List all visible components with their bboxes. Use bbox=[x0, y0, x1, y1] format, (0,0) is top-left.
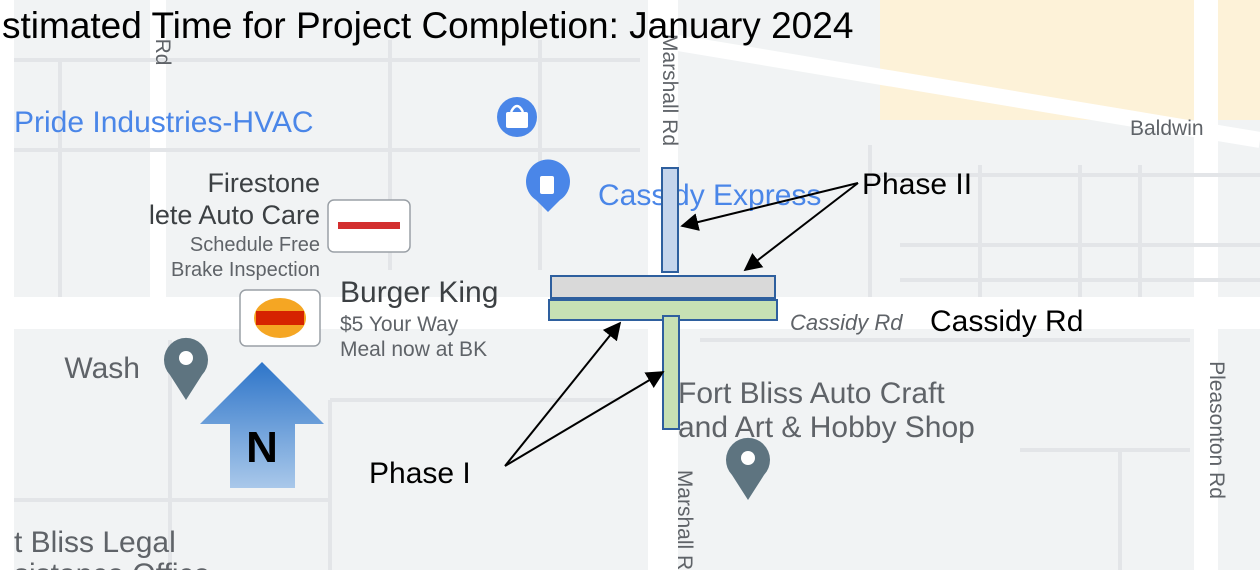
phase-callout-arrows bbox=[504, 182, 859, 467]
location-pin-icon bbox=[725, 437, 770, 500]
phase-two-label: Phase II bbox=[862, 168, 972, 201]
phase-one-south-segment bbox=[662, 315, 680, 430]
diagonal-road bbox=[658, 32, 1260, 148]
phase-one-arrow-cassidy bbox=[504, 321, 622, 467]
firestone-logo-icon bbox=[327, 199, 411, 253]
gas-station-icon bbox=[526, 159, 571, 212]
marshall-road-label-top: Marshall Rd bbox=[658, 34, 681, 146]
location-pin-icon bbox=[164, 337, 208, 400]
phase-one-label: Phase I bbox=[369, 457, 471, 490]
fort-bliss-label-line2: and Art & Hobby Shop bbox=[678, 411, 975, 444]
firestone-promo-line1: Schedule Free bbox=[190, 234, 320, 256]
burger-king-label: Burger King bbox=[340, 276, 498, 309]
cassidy-express-label: Cassidy Express bbox=[598, 179, 821, 212]
phase-two-cassidy-segment bbox=[550, 275, 776, 299]
road-network bbox=[14, 0, 1260, 570]
wash-label: Wash bbox=[64, 352, 140, 385]
firestone-label-line2: lete Auto Care bbox=[149, 200, 320, 230]
fort-bliss-label-line1: Fort Bliss Auto Craft bbox=[678, 377, 945, 410]
burger-king-logo-icon bbox=[239, 289, 321, 347]
baldwin-road-label: Baldwin bbox=[1130, 117, 1204, 140]
firestone-promo-line2: Brake Inspection bbox=[171, 259, 320, 281]
legal-office-label-line1: t Bliss Legal bbox=[14, 526, 176, 559]
cassidy-road-annotation: Cassidy Rd bbox=[930, 305, 1083, 338]
shopping-bag-icon bbox=[497, 97, 537, 137]
phase-one-arrow-south bbox=[504, 371, 665, 467]
firestone-label-line1: Firestone bbox=[207, 168, 320, 198]
pride-industries-label: Pride Industries-HVAC bbox=[14, 106, 314, 139]
phase-two-arrow-north bbox=[680, 182, 859, 231]
left-road-label: Rd bbox=[151, 39, 174, 66]
legal-office-label-line2: sistance Office bbox=[14, 558, 210, 570]
burger-king-promo-line2: Meal now at BK bbox=[340, 338, 487, 361]
phase-two-north-segment bbox=[661, 167, 679, 273]
burger-king-promo-line1: $5 Your Way bbox=[340, 313, 459, 336]
marshall-road-label-bottom: Marshall R bbox=[673, 470, 696, 570]
pleasonton-road bbox=[1194, 0, 1218, 570]
cassidy-road-map-label: Cassidy Rd bbox=[790, 310, 903, 335]
north-arrow-icon: N bbox=[200, 362, 324, 488]
phase-two-arrow-cassidy bbox=[743, 182, 859, 272]
page-title: stimated Time for Project Completion: Ja… bbox=[2, 5, 853, 46]
north-label: N bbox=[246, 423, 278, 472]
pleasonton-road-label: Pleasonton Rd bbox=[1205, 361, 1228, 499]
